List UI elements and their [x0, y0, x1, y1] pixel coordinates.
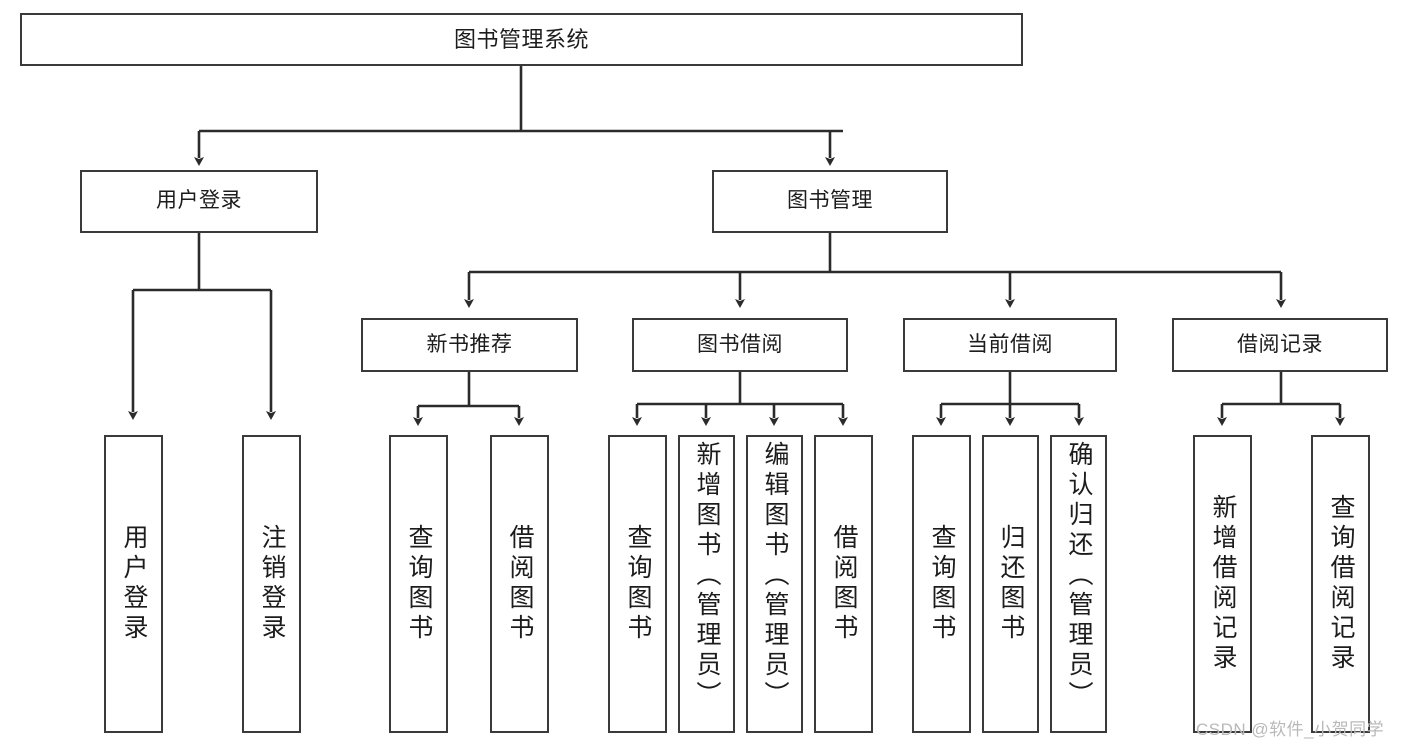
- csdn-watermark: CSDN @软件_小贺同学: [1196, 720, 1385, 739]
- leaf-add-book-admin[interactable]: 新增图书（管理员）: [678, 435, 735, 733]
- node-label: 图书借阅: [697, 332, 783, 356]
- leaf-user-login[interactable]: 用户登录: [104, 435, 163, 733]
- node-label: 借阅图书: [506, 524, 534, 644]
- leaf-return-books[interactable]: 归还图书: [982, 435, 1039, 733]
- node-label: 查询借阅记录: [1327, 494, 1355, 674]
- node-label: 借阅图书: [830, 524, 858, 644]
- node-current-borrowing[interactable]: 当前借阅: [903, 318, 1117, 372]
- node-user-login[interactable]: 用户登录: [80, 170, 318, 233]
- node-book-management[interactable]: 图书管理: [712, 170, 948, 233]
- node-label: 查询图书: [405, 524, 433, 644]
- leaf-confirm-return-admin[interactable]: 确认归还（管理员）: [1050, 435, 1107, 733]
- node-borrowing-record[interactable]: 借阅记录: [1172, 318, 1388, 372]
- node-label: 确认归还（管理员）: [1065, 441, 1093, 711]
- leaf-query-books-recommend[interactable]: 查询图书: [389, 435, 448, 733]
- leaf-borrow-books[interactable]: 借阅图书: [814, 435, 873, 733]
- leaf-query-borrow-record[interactable]: 查询借阅记录: [1311, 435, 1370, 733]
- node-root-book-management-system[interactable]: 图书管理系统: [20, 13, 1023, 66]
- leaf-query-books-borrow[interactable]: 查询图书: [608, 435, 667, 733]
- node-label: 注销登录: [258, 524, 286, 644]
- node-label: 查询图书: [624, 524, 652, 644]
- leaf-add-borrow-record[interactable]: 新增借阅记录: [1193, 435, 1252, 733]
- leaf-borrow-books-recommend[interactable]: 借阅图书: [490, 435, 549, 733]
- node-label: 编辑图书（管理员）: [761, 441, 789, 711]
- node-label: 用户登录: [156, 189, 242, 213]
- node-label: 归还图书: [997, 524, 1025, 644]
- node-label: 查询图书: [928, 524, 956, 644]
- node-label: 图书管理系统: [453, 26, 589, 52]
- node-label: 借阅记录: [1237, 332, 1323, 356]
- leaf-query-books-current[interactable]: 查询图书: [912, 435, 971, 733]
- leaf-logout[interactable]: 注销登录: [242, 435, 301, 733]
- node-label: 新书推荐: [426, 332, 513, 356]
- node-label: 当前借阅: [967, 332, 1053, 356]
- node-book-borrowing[interactable]: 图书借阅: [632, 318, 848, 372]
- node-new-book-recommendation[interactable]: 新书推荐: [361, 318, 578, 372]
- node-label: 用户登录: [120, 524, 148, 644]
- node-label: 新增图书（管理员）: [693, 441, 721, 711]
- node-label: 图书管理: [787, 189, 873, 213]
- leaf-edit-book-admin[interactable]: 编辑图书（管理员）: [746, 435, 803, 733]
- node-label: 新增借阅记录: [1209, 494, 1237, 674]
